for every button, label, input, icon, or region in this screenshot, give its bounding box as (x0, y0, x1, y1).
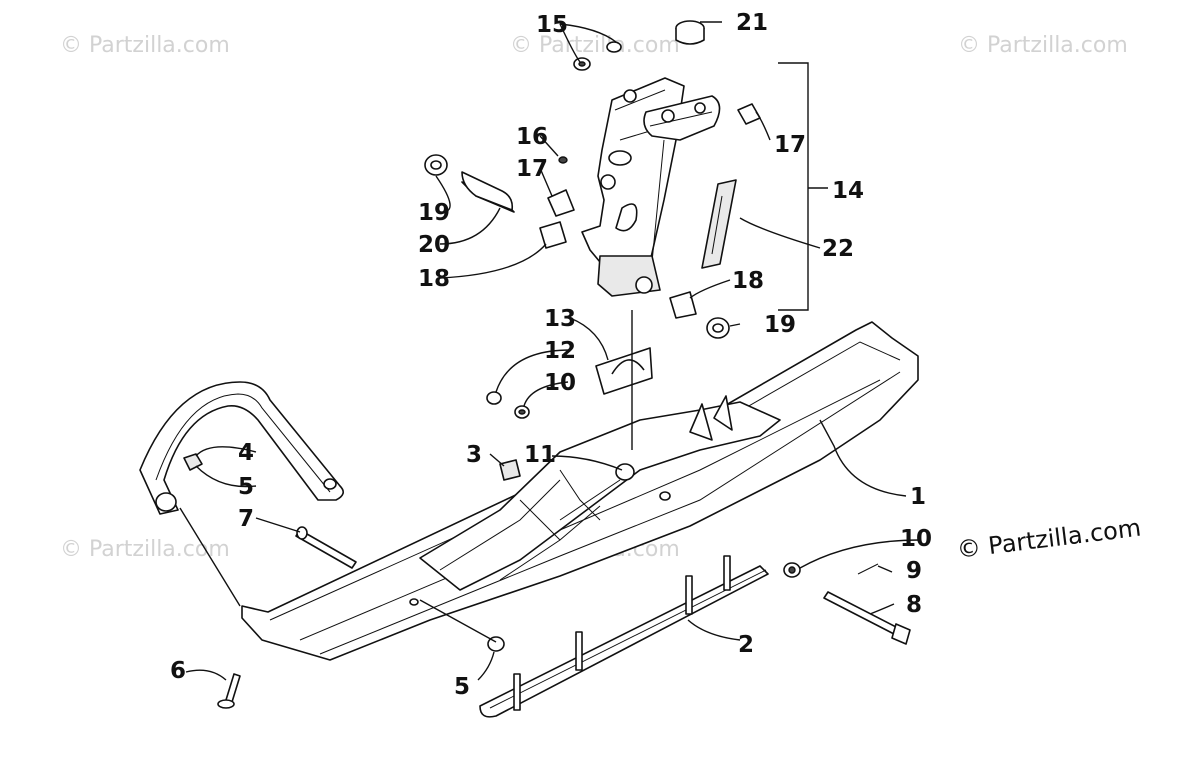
cap-part (675, 20, 705, 45)
callout-3: 3 (466, 442, 482, 468)
callout-10-bottom: 10 (900, 526, 932, 552)
callout-14: 14 (832, 178, 864, 204)
wear-bar (479, 555, 769, 718)
callout-17-left: 17 (516, 156, 548, 182)
callout-18-left: 18 (418, 266, 450, 292)
callout-13: 13 (544, 306, 576, 332)
watermark-mid-left: © Partzilla.com (60, 537, 230, 562)
callout-20: 20 (418, 232, 450, 258)
decal-strip (701, 179, 737, 269)
brand-copyright: © Partzilla.com (955, 514, 1142, 564)
callout-10-top: 10 (544, 370, 576, 396)
callout-5-bottom: 5 (454, 674, 470, 700)
watermark-top-left: © Partzilla.com (60, 33, 230, 58)
callout-9: 9 (906, 558, 922, 584)
callout-21: 21 (736, 10, 768, 36)
callout-18-right: 18 (732, 268, 764, 294)
callout-16: 16 (516, 124, 548, 150)
callout-11: 11 (524, 442, 556, 468)
watermark-top-right: © Partzilla.com (958, 33, 1128, 58)
callout-7: 7 (238, 506, 254, 532)
callout-5-top: 5 (238, 474, 254, 500)
spindle-assembly (581, 77, 721, 297)
callout-22: 22 (822, 236, 854, 262)
callout-15: 15 (536, 12, 568, 38)
ski-handle (139, 381, 344, 515)
callout-19-left: 19 (418, 200, 450, 226)
callout-2: 2 (738, 632, 754, 658)
callout-1: 1 (910, 484, 926, 510)
callout-19-right: 19 (764, 312, 796, 338)
callout-6: 6 (170, 658, 186, 684)
callout-8: 8 (906, 592, 922, 618)
ski-body (241, 321, 919, 661)
callout-4: 4 (238, 440, 254, 466)
watermark-top-center: © Partzilla.com (510, 33, 680, 58)
callout-12: 12 (544, 338, 576, 364)
callout-17-right: 17 (774, 132, 806, 158)
